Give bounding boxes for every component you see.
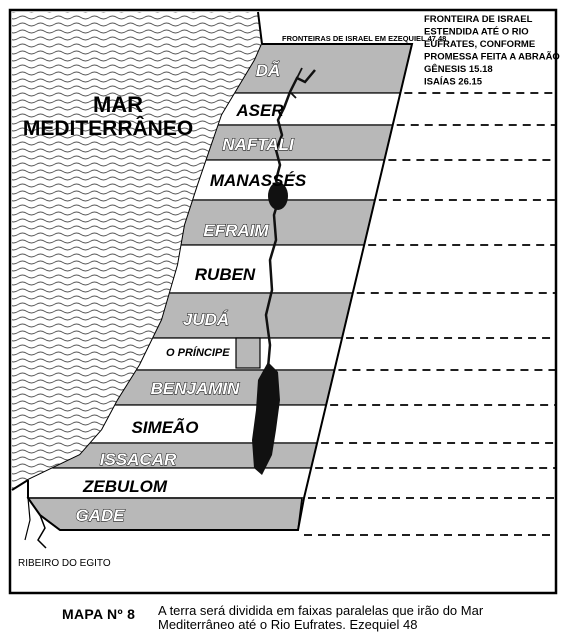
tribe-label: BENJAMIN xyxy=(151,379,241,398)
tribe-label: ASER xyxy=(235,101,284,120)
tribe-label: SIMEÃO xyxy=(131,417,198,437)
prince-portion xyxy=(235,337,261,369)
sea-label-line1: MAR xyxy=(93,92,143,117)
wadi-lower xyxy=(24,497,31,541)
tribe-label: ZEBULOM xyxy=(82,477,168,496)
tribe-label: RUBEN xyxy=(195,265,256,284)
caption-label: MAPA Nº 8 xyxy=(62,606,136,622)
jordan-river xyxy=(264,69,316,369)
gade-region xyxy=(26,497,303,531)
sea-of-galilee xyxy=(268,182,288,210)
frontier-note: FRONTEIRA DE ISRAEL ESTENDIDA ATÉ O RIOEU… xyxy=(424,14,560,88)
tribe-labels: DÃ ASER NAFTALI MANASSÉS EFRAIM RUBEN JUDÁ BENJ… xyxy=(75,60,307,526)
wadi-of-egypt xyxy=(37,514,47,549)
caption-text: A terra será dividida em faixas paralela… xyxy=(158,603,484,632)
sea-label-line2: MEDITERRÂNEO xyxy=(23,116,193,140)
ezekiel-frontier-label: FRONTEIRAS DE ISRAEL EM EZEQUIEL 47.48 xyxy=(282,34,446,43)
tribe-label: DÃ xyxy=(256,60,281,80)
river-tributary xyxy=(289,67,303,99)
frontier-note-line: ESTENDIDA ATÉ O RIO xyxy=(424,27,529,38)
dead-sea xyxy=(252,362,280,475)
frontier-note-line: ISAÍAS 26.15 xyxy=(424,77,483,88)
map-caption: MAPA Nº 8 A terra será dividida em faixa… xyxy=(0,602,566,634)
mediterranean-sea xyxy=(12,12,262,490)
euphrates-extension-lines xyxy=(304,92,556,536)
tribe-label: ISSACAR xyxy=(100,450,177,469)
frontier-note-line: EUFRATES, CONFORME xyxy=(424,39,535,50)
tribe-label: MANASSÉS xyxy=(210,171,307,190)
frontier-note-line: FRONTEIRA DE ISRAEL xyxy=(424,14,533,25)
frontier-note-line: GÊNESIS 15.18 xyxy=(424,63,493,75)
israel-outline xyxy=(27,43,414,531)
prince-label: O PRÍNCIPE xyxy=(166,346,230,359)
tribe-label: GADE xyxy=(75,506,125,525)
tribe-label: NAFTALI xyxy=(222,135,295,154)
map: MAR MEDITERRÂNEO FRONTEIRAS DE ISRAEL EM… xyxy=(8,8,560,595)
frontier-note-line: PROMESSA FEITA A ABRAÃO xyxy=(424,52,560,63)
tribe-label: EFRAIM xyxy=(203,221,269,240)
wadi-of-egypt-label: RIBEIRO DO EGITO xyxy=(18,558,111,569)
tribe-label: JUDÁ xyxy=(183,310,229,329)
